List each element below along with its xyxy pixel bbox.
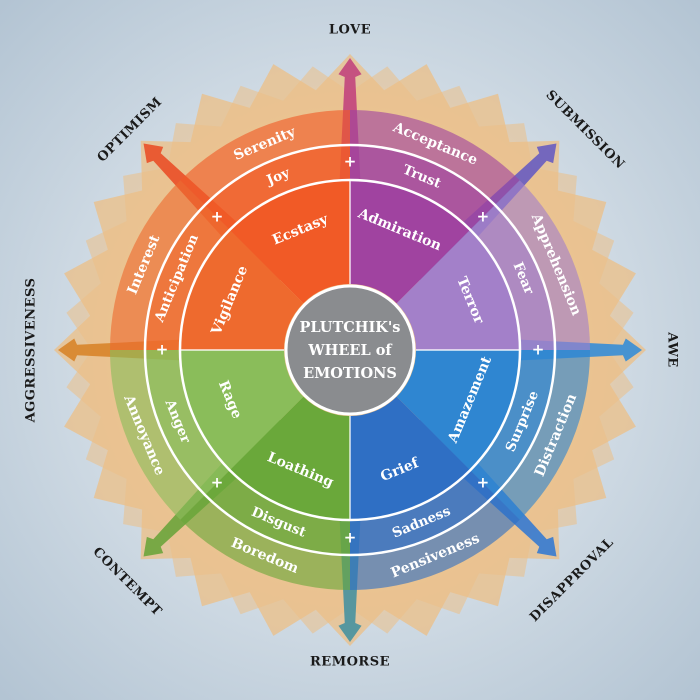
trust-sector-outer [350,110,520,206]
joy-sector-outer [180,109,350,206]
ring-divider-2 [143,143,557,557]
fear-sector-inner [396,229,520,350]
anger-sector-outer [109,350,206,520]
wheel-title-line-2: WHEEL of [307,342,393,359]
center-disc [284,284,416,416]
disgust-sector-outer [180,494,350,590]
surprise-sector-middle [470,350,555,495]
plus-sign-submission: + [477,208,490,226]
emotion-sectors [109,109,590,590]
plus-sign-contempt: + [211,473,224,491]
plus-sign-love: + [344,153,357,171]
trust-sector-inner [350,180,471,304]
joy-sector-middle [205,145,350,230]
sadness-sector-outer [350,494,520,590]
anticipation-sector-outer [110,180,206,350]
joy-sector-inner [229,180,350,304]
trust-sector-middle [350,145,495,230]
disgust-sector-inner [229,396,350,520]
plus-sign-awe: + [532,341,545,359]
anger-sector-middle [145,350,230,495]
dyad-label-awe: AWE [665,331,680,367]
sadness-sector-inner [350,396,471,520]
plus-sign-aggressiveness: + [156,341,169,359]
plus-sign-disapproval: + [477,473,490,491]
anger-sector-inner [180,350,304,471]
anticipation-sector-middle [145,205,230,350]
fear-sector-middle [470,205,555,350]
surprise-sector-inner [396,350,520,471]
plus-sign-optimism: + [211,208,224,226]
plus-sign-remorse: + [344,529,357,547]
wheel-title-line-1: PLUTCHIK's [300,319,401,336]
ring-dividers [143,143,557,557]
disgust-sector-middle [205,470,350,555]
dyad-label-aggressiveness: AGGRESSIVENESS [24,278,39,424]
wheel-title-line-3: EMOTIONS [303,365,397,382]
sadness-sector-middle [350,470,495,555]
center-disc-group: PLUTCHIK's WHEEL of EMOTIONS [284,284,416,416]
dyad-label-remorse: REMORSE [310,655,390,670]
plus-signs: + + + + + + + + [156,153,545,547]
fear-sector-outer [494,180,590,350]
dyad-label-love: LOVE [329,23,371,38]
anticipation-sector-inner [180,229,304,350]
surprise-sector-outer [494,350,590,520]
